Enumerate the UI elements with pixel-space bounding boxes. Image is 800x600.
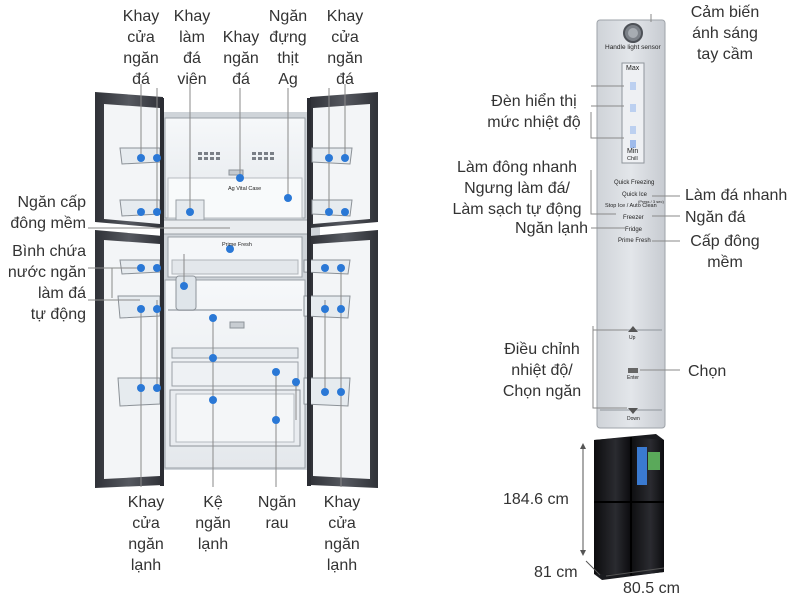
ag-vital-case-print: Ag Vital Case bbox=[228, 186, 262, 192]
panel-max: Max bbox=[626, 65, 640, 72]
label-ngan-lanh: Ngăn lạnh bbox=[515, 220, 588, 237]
panel-prime-fresh: Prime Fresh bbox=[618, 238, 651, 244]
dimension-width: 80.5 cm bbox=[623, 580, 680, 597]
panel-freezer: Freezer bbox=[623, 215, 644, 221]
panel-up: Up bbox=[629, 335, 636, 341]
leader-lines bbox=[88, 14, 680, 487]
panel-quick-ice: Quick Ice bbox=[622, 192, 648, 198]
fridge-dimension-illustration bbox=[594, 434, 664, 580]
prime-fresh-print: Prime Fresh bbox=[222, 242, 252, 248]
panel-handle-light-sensor: Handle light sensor bbox=[605, 44, 661, 51]
dimension-lines bbox=[580, 443, 665, 577]
panel-chill: Chill bbox=[627, 156, 638, 162]
dimension-height: 184.6 cm bbox=[503, 491, 569, 508]
panel-stop-ice-auto-clean: Stop Ice / Auto Clean bbox=[605, 203, 657, 209]
label-lam-da-nhanh: Làm đá nhanh bbox=[685, 187, 788, 204]
panel-fridge: Fridge bbox=[625, 227, 643, 233]
panel-press-3sec: (Press / 3 sec) bbox=[638, 199, 664, 204]
panel-down: Down bbox=[627, 416, 640, 422]
label-ngan-da: Ngăn đá bbox=[685, 209, 746, 226]
panel-enter: Enter bbox=[627, 375, 639, 381]
panel-min: Min bbox=[627, 148, 639, 155]
callout-dots bbox=[137, 154, 349, 424]
dimension-depth: 81 cm bbox=[534, 564, 578, 581]
fridge-open-illustration bbox=[95, 92, 378, 488]
panel-quick-freezing: Quick Freezing bbox=[614, 180, 655, 186]
control-panel-illustration bbox=[596, 19, 666, 429]
label-chon: Chọn bbox=[688, 363, 727, 380]
